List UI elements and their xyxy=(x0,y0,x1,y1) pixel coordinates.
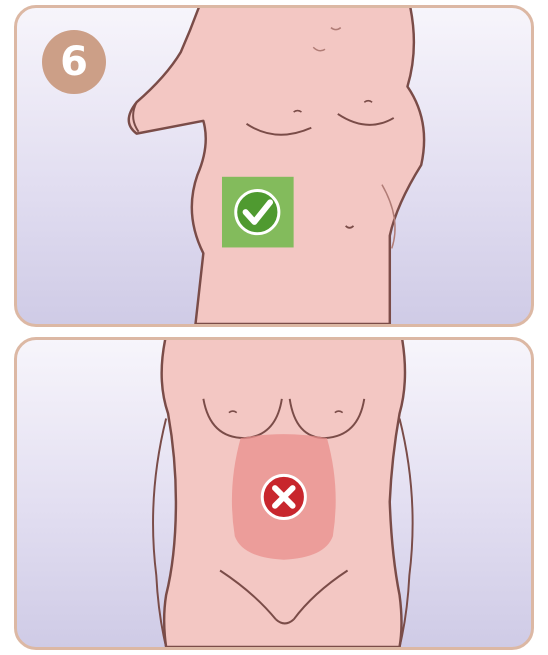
torso-body xyxy=(129,8,424,324)
illustration-panel-correct: 6 xyxy=(14,5,534,327)
illustration-panel-incorrect xyxy=(14,337,534,650)
check-icon xyxy=(236,191,279,234)
torso-front-illustration xyxy=(17,340,531,647)
x-icon xyxy=(262,475,305,518)
step-number-badge: 6 xyxy=(42,30,106,94)
